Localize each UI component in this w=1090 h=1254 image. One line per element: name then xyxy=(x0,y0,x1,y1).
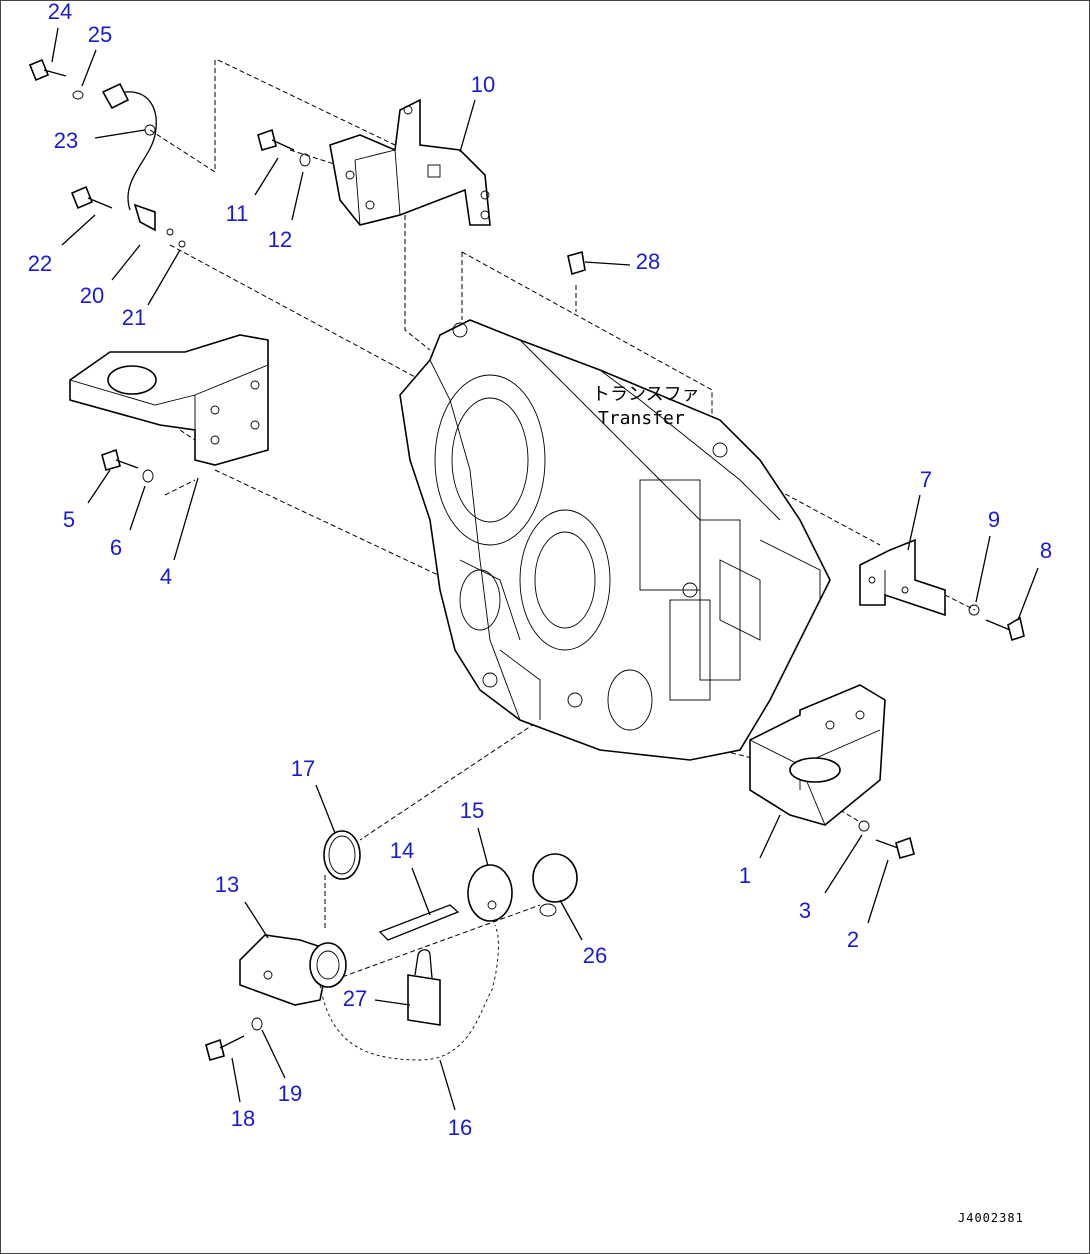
callout-19: 19 xyxy=(278,1081,302,1106)
callout-26: 26 xyxy=(583,943,607,968)
callout-7: 7 xyxy=(920,467,932,492)
callout-16: 16 xyxy=(448,1115,472,1140)
bracket-7 xyxy=(859,538,946,617)
callout-21: 21 xyxy=(122,305,146,330)
callout-6: 6 xyxy=(110,535,122,560)
bracket-1 xyxy=(749,684,886,826)
callout-18: 18 xyxy=(231,1106,255,1131)
drawing-code: J4002381 xyxy=(958,1211,1024,1225)
callout-20: 20 xyxy=(80,283,104,308)
callout-22: 22 xyxy=(28,251,52,276)
callout-5: 5 xyxy=(63,507,75,532)
callout-14: 14 xyxy=(390,838,414,863)
transfer-case xyxy=(399,319,831,761)
callout-10: 10 xyxy=(471,72,495,97)
callout-15: 15 xyxy=(460,798,484,823)
callout-28: 28 xyxy=(636,249,660,274)
callout-12: 12 xyxy=(268,227,292,252)
callout-numbers: 1234567891011121314151617181920212223242… xyxy=(28,0,1052,1140)
callout-2: 2 xyxy=(847,927,859,952)
callout-25: 25 xyxy=(88,22,112,47)
callout-1: 1 xyxy=(739,863,751,888)
callout-11: 11 xyxy=(226,201,249,226)
callout-4: 4 xyxy=(160,564,172,589)
bracket-10 xyxy=(329,98,491,226)
transfer-label: トランスファ Transfer xyxy=(592,384,700,429)
callout-3: 3 xyxy=(799,898,811,923)
lock-assembly xyxy=(239,830,578,1061)
leader-lines xyxy=(51,27,1039,1111)
callout-17: 17 xyxy=(291,756,315,781)
transfer-label-en: Transfer xyxy=(598,408,685,429)
bolts xyxy=(28,58,1025,1061)
transfer-label-jp: トランスファ xyxy=(592,384,700,405)
callout-27: 27 xyxy=(343,986,367,1011)
callout-9: 9 xyxy=(988,507,1000,532)
sensor-harness xyxy=(101,82,186,248)
callout-23: 23 xyxy=(54,128,78,153)
callout-24: 24 xyxy=(48,0,72,24)
callout-13: 13 xyxy=(215,872,239,897)
callout-8: 8 xyxy=(1040,538,1052,563)
bracket-4 xyxy=(69,334,269,466)
